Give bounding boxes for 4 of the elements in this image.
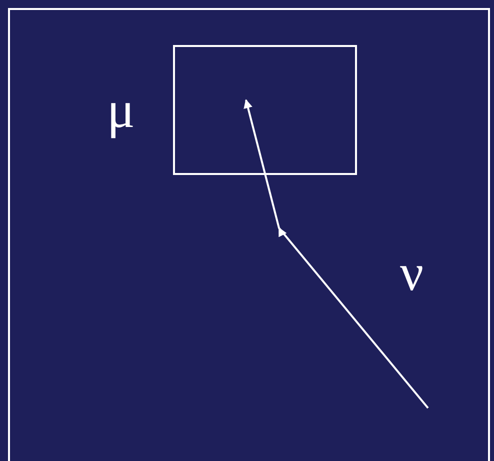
- set-name-label: μ: [107, 85, 135, 137]
- arrow: [244, 99, 429, 409]
- outer-set-box: [8, 8, 490, 461]
- measure-label: ν: [400, 248, 424, 300]
